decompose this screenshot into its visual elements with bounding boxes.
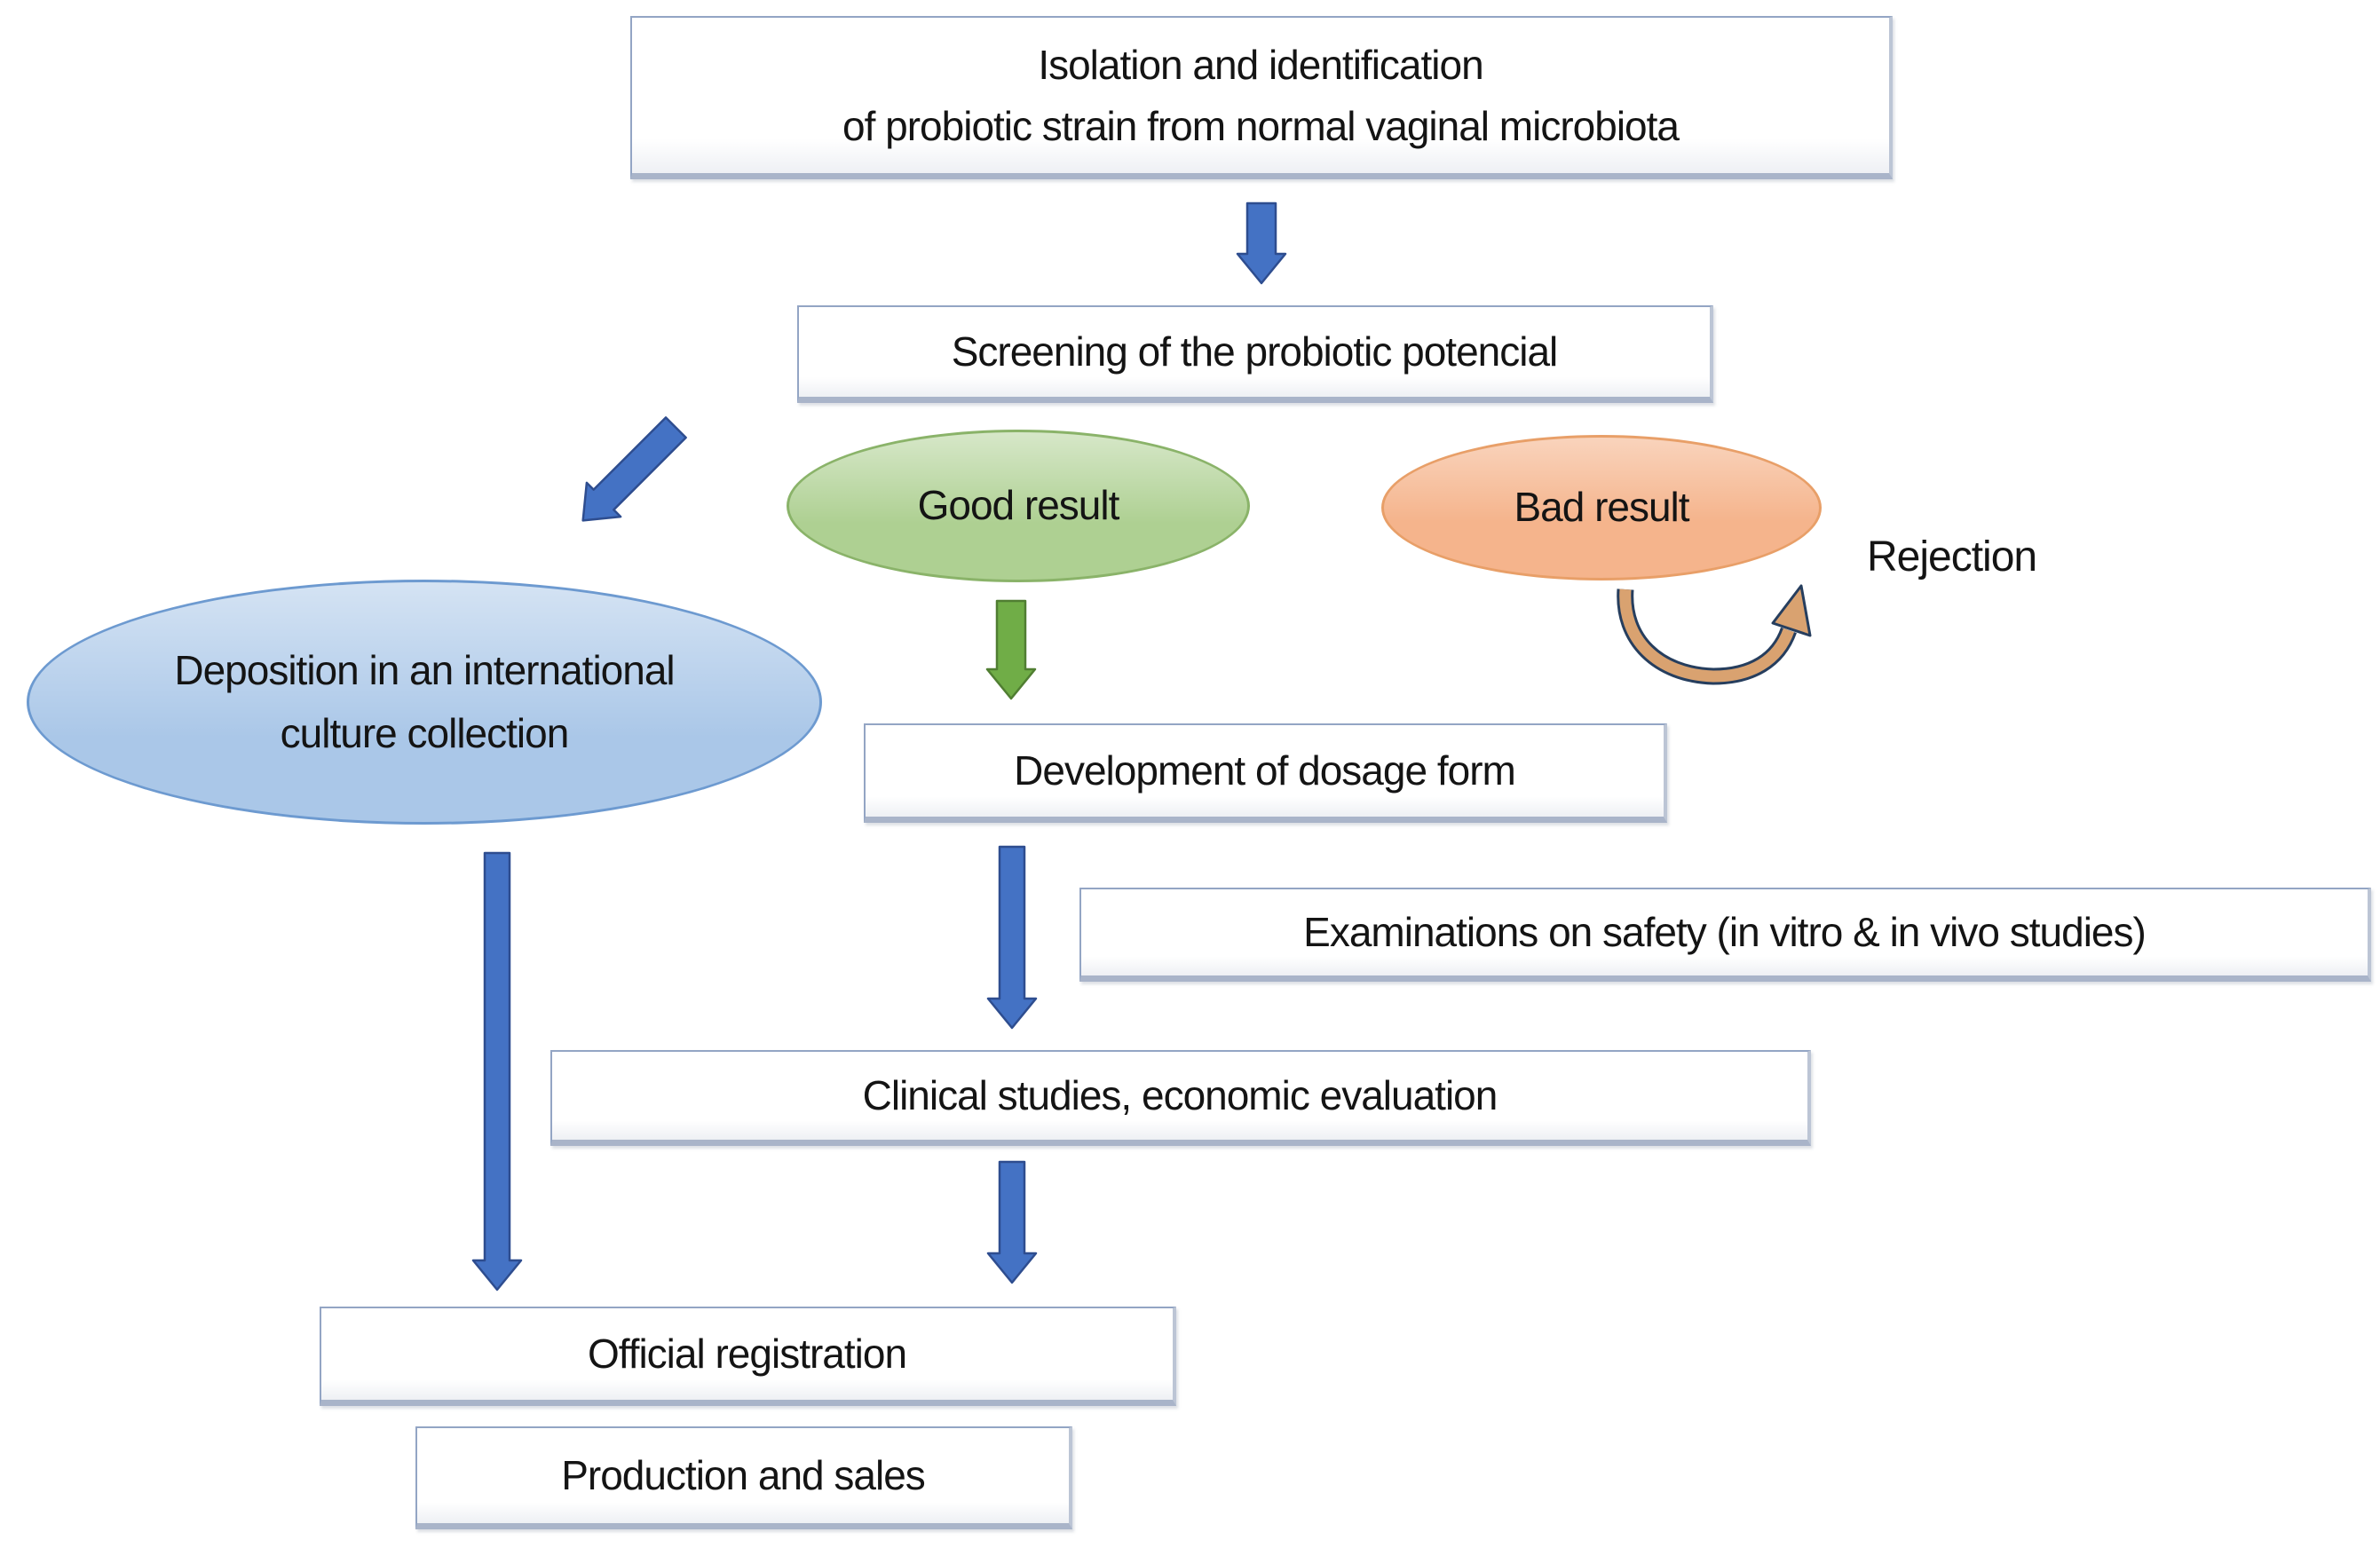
arrow-screening-to-deposition — [581, 416, 687, 522]
node-good-result-label: Good result — [917, 482, 1120, 529]
node-clinical-studies: Clinical studies, economic evaluation — [550, 1050, 1811, 1146]
node-examinations-label: Examinations on safety (in vitro & in vi… — [1303, 909, 2147, 955]
node-deposition: Deposition in an international culture c… — [27, 580, 822, 825]
node-official-registration: Official registration — [320, 1307, 1176, 1406]
arrow-clinical-to-official — [986, 1160, 1038, 1284]
node-isolation-identification-label: Isolation and identification of probioti… — [842, 41, 1680, 149]
node-deposition-label: Deposition in an international culture c… — [174, 646, 675, 756]
arrow-isolation-to-screening — [1236, 201, 1287, 285]
node-official-registration-label: Official registration — [587, 1331, 907, 1377]
node-bad-result: Bad result — [1381, 435, 1822, 580]
arrow-deposition-to-official — [471, 851, 523, 1291]
node-screening-label: Screening of the probiotic potencial — [951, 328, 1559, 375]
node-good-result: Good result — [787, 430, 1250, 582]
arrow-development-to-clinical — [986, 845, 1038, 1030]
rejection-label: Rejection — [1867, 533, 2037, 580]
node-development: Development of dosage form — [864, 723, 1667, 823]
node-production-sales-label: Production and sales — [561, 1452, 926, 1498]
node-production-sales: Production and sales — [415, 1426, 1072, 1529]
node-isolation-identification: Isolation and identification of probioti… — [630, 16, 1893, 179]
arrow-bad-result-to-rejection — [1617, 584, 1812, 685]
arrow-good-result-to-development — [985, 599, 1037, 700]
node-bad-result-label: Bad result — [1514, 484, 1689, 531]
node-examinations: Examinations on safety (in vitro & in vi… — [1079, 888, 2371, 982]
node-development-label: Development of dosage form — [1014, 747, 1516, 794]
node-screening: Screening of the probiotic potencial — [797, 305, 1713, 403]
node-clinical-studies-label: Clinical studies, economic evaluation — [862, 1072, 1498, 1118]
